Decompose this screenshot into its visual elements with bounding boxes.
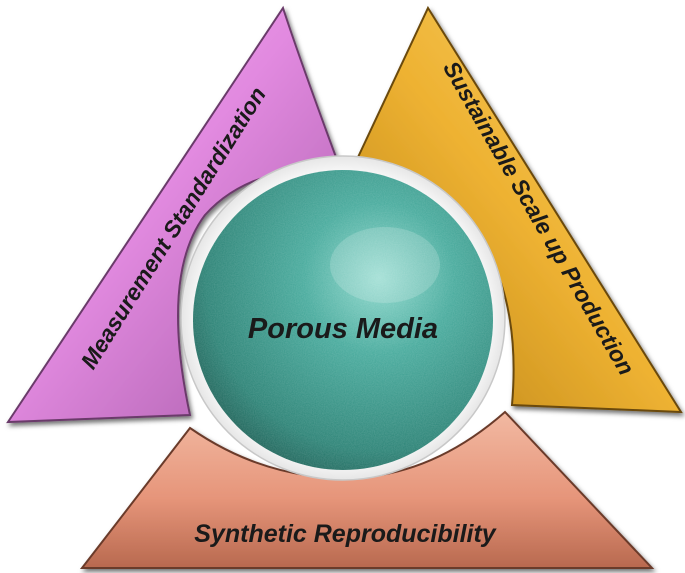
sphere-texture — [193, 170, 493, 470]
synthetic-reproducibility-label: Synthetic Reproducibility — [194, 520, 497, 548]
pink-triangle-shape — [6, 5, 342, 424]
porous-media-label: Porous Media — [248, 313, 438, 345]
sphere-highlight — [330, 227, 440, 303]
synthetic-reproducibility-segment: Synthetic Reproducibility — [79, 410, 655, 569]
porous-media-center: Porous Media — [180, 155, 506, 481]
